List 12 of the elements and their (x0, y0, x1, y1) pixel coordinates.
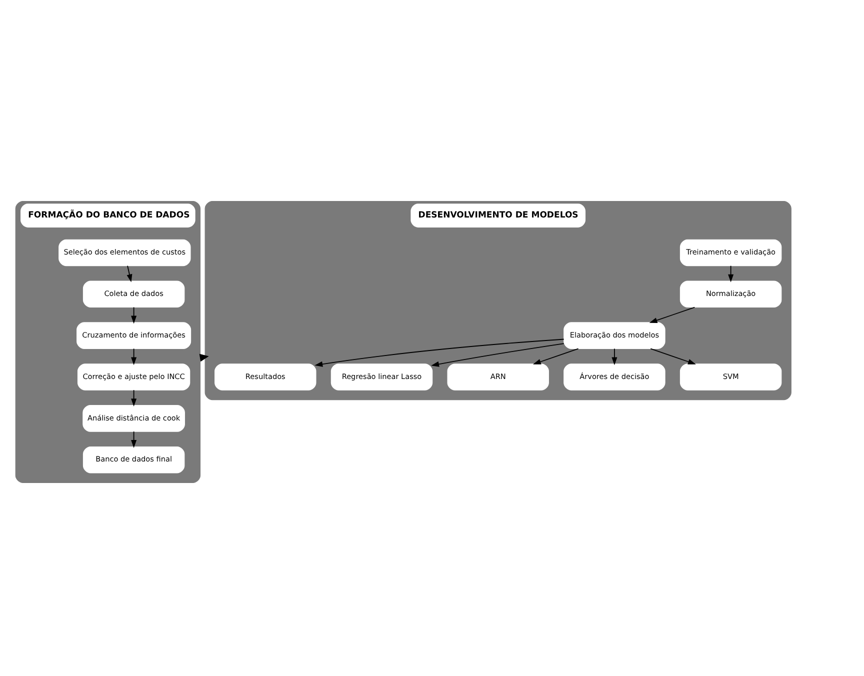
arrow (131, 430, 137, 448)
arrow (314, 338, 564, 366)
arrow (131, 348, 137, 365)
arrow (650, 348, 696, 364)
arrow (131, 306, 137, 324)
arrow (131, 389, 137, 406)
arrow (532, 348, 579, 364)
arrow (612, 348, 618, 365)
arrow (431, 342, 564, 366)
arrow (126, 264, 132, 282)
arrow (728, 264, 734, 282)
arrow (649, 306, 696, 322)
